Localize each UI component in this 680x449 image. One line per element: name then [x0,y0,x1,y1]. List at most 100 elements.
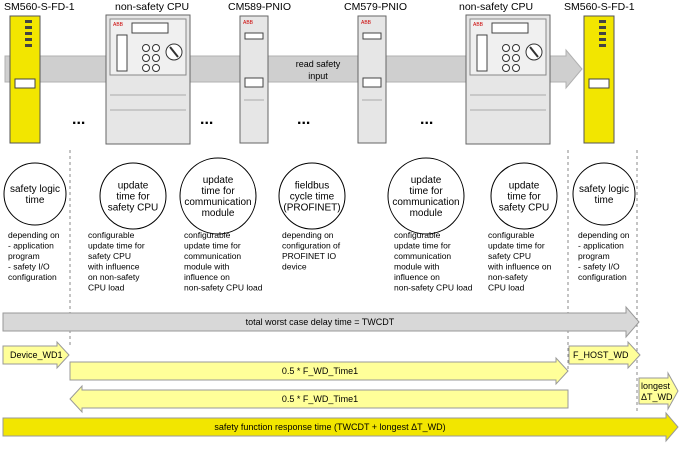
longest-dtwd-label-1: longest [641,381,671,391]
description-5-line-2: safety CPU [488,251,531,261]
read-input-label-2: input [308,71,328,81]
cpu-module-right: ABB [465,14,551,145]
dots-4: ... [420,111,433,128]
cpu-module-left: ABB [105,14,191,145]
description-2-line-5: non-safety CPU load [184,283,263,293]
description-5-line-3: with influence on [487,262,552,272]
description-1-line-1: update time for [88,241,145,251]
circle-label-1-line-1: time for [116,192,150,203]
circle-label-3-line-1: cycle time [290,192,335,203]
circle-label-0-line-0: safety logic [10,184,60,195]
description-5-line-1: update time for [488,241,545,251]
description-1-line-5: CPU load [88,283,125,293]
circle-label-5-line-1: time for [507,192,541,203]
circle-label-2-line-2: communication [184,197,251,208]
circle-label-1-line-0: update [118,181,149,192]
circle-fieldbus [278,162,346,230]
description-5-line-5: CPU load [488,283,525,293]
description-3-line-0: depending on [282,230,334,240]
description-3-line-3: device [282,262,307,272]
circle-label-4-line-3: module [410,208,443,219]
description-0-line-0: depending on [8,230,60,240]
abb-logo-right: ABB [473,22,484,28]
description-0-line-3: - safety I/O [8,262,50,272]
circle-label-5-line-2: safety CPU [499,203,550,214]
description-1-line-0: configurable [88,230,135,240]
description-6-line-4: configuration [578,272,627,282]
longest-dtwd-arrow [638,371,679,411]
twcdt-arrow [2,305,640,339]
description-2-line-4: influence on [184,272,230,282]
circle-safety-logic-right [572,162,636,226]
sm560-module-left [9,15,41,144]
module-label-cm579: CM579-PNIO [344,1,407,13]
description-2-line-2: communication [184,251,241,261]
description-4-line-0: configurable [394,230,441,240]
description-4-line-2: communication [394,251,451,261]
abb-logo-left: ABB [113,22,124,28]
half-fwd-arrow-1 [69,356,569,386]
circle-label-2-line-3: module [202,208,235,219]
description-2-line-1: update time for [184,241,241,251]
abb-logo-cm579: ABB [361,20,372,26]
circle-safety-cpu-right [490,162,558,230]
circle-safety-logic-left [3,162,67,226]
description-1-line-3: with influence [87,262,140,272]
time-circles [3,157,636,235]
dots-2: ... [200,111,213,128]
description-2-line-3: module with [184,262,230,272]
circle-label-2-line-0: update [203,175,234,186]
description-3-line-2: PROFINET IO [282,251,337,261]
description-1-line-4: on non-safety [88,272,140,282]
device-wd1-arrow [2,340,70,370]
circle-label-2-line-1: time for [201,186,235,197]
circle-label-4-line-2: communication [392,197,459,208]
circle-label-3-line-2: (PROFINET) [283,203,340,214]
description-3-line-1: configuration of [282,241,341,251]
module-label-cm589: CM589-PNIO [228,1,291,13]
cm589-module: ABB [239,15,269,144]
circle-safety-cpu-left [99,162,167,230]
half-fwd-label-2: 0.5 * F_WD_Time1 [282,394,358,404]
dots-1: ... [72,111,85,128]
dots-3: ... [297,111,310,128]
description-0-line-1: - application [8,241,54,251]
module-label-cpu-right: non-safety CPU [459,1,533,13]
response-time-arrow [2,411,679,443]
half-fwd-arrow-2 [69,384,569,414]
read-input-label-1: read safety [296,59,341,69]
description-5-line-4: non-safety [488,272,528,282]
cm579-module: ABB [357,15,387,144]
circle-label-0-line-1: time [26,195,45,206]
circle-label-6-line-0: safety logic [579,184,629,195]
half-fwd-label-1: 0.5 * F_WD_Time1 [282,366,358,376]
abb-logo-cm589: ABB [243,20,254,26]
f-host-wd-label: F_HOST_WD [573,350,629,360]
description-6-line-1: - application [578,241,624,251]
module-label-sm560-left: SM560-S-FD-1 [4,1,75,13]
description-0-line-2: program [8,251,40,261]
description-6-line-2: program [578,251,610,261]
description-0-line-4: configuration [8,272,57,282]
circle-label-4-line-1: time for [409,186,443,197]
device-wd1-label: Device_WD1 [10,350,63,360]
description-1-line-2: safety CPU [88,251,131,261]
module-label-cpu-left: non-safety CPU [115,1,189,13]
description-4-line-4: influence on [394,272,440,282]
module-label-sm560-right: SM560-S-FD-1 [564,1,635,13]
sm560-module-right [583,15,615,144]
longest-dtwd-label-2: ΔT_WD [641,392,673,402]
description-2-line-0: configurable [184,230,231,240]
circle-label-4-line-0: update [411,175,442,186]
response-time-label: safety function response time (TWCDT + l… [214,422,445,432]
description-5-line-0: configurable [488,230,535,240]
description-4-line-5: non-safety CPU load [394,283,473,293]
description-4-line-1: update time for [394,241,451,251]
circle-label-3-line-0: fieldbus [295,181,329,192]
circle-label-5-line-0: update [509,181,540,192]
description-6-line-0: depending on [578,230,630,240]
circle-label-1-line-2: safety CPU [108,203,159,214]
